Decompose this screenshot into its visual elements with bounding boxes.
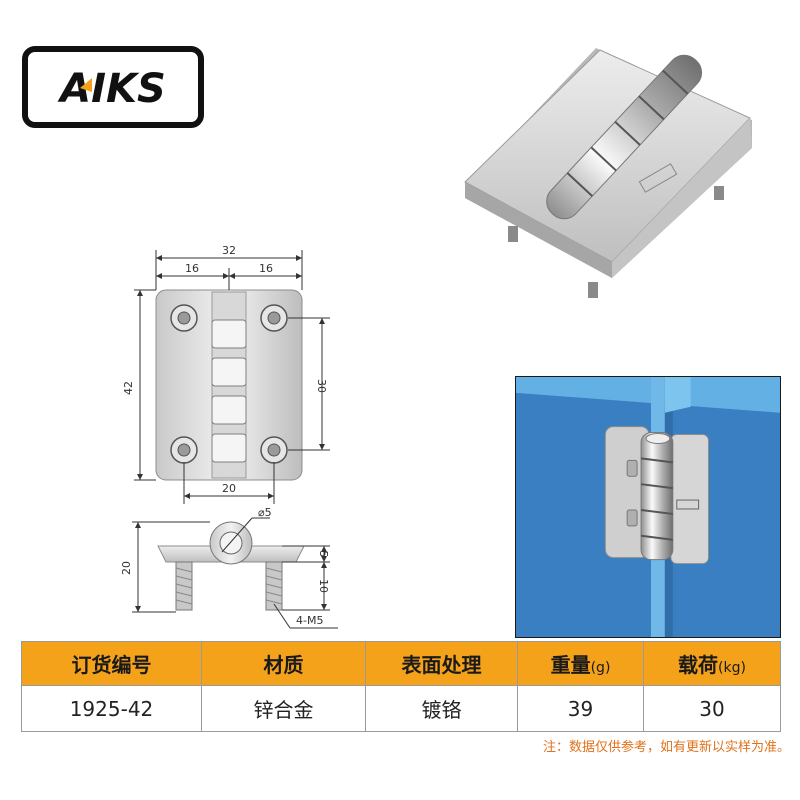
cell-load: 30 [643, 685, 781, 732]
spec-table: 订货编号 材质 表面处理 重量(g) 载荷(kg) 1925-42 锌合金 镀铬… [21, 641, 781, 732]
disclaimer-note: 注：数据仅供参考，如有更新以实样为准。 [542, 740, 790, 755]
hinge-3d-render [464, 48, 752, 298]
dim-leaf-thickness: 5 [317, 551, 330, 558]
cell-surface-treatment: 镀铬 [365, 685, 518, 732]
table-row: 1925-42 锌合金 镀铬 39 30 [21, 685, 781, 732]
logo-accent-icon [80, 78, 92, 92]
dim-hole-vertical: 30 [315, 379, 328, 393]
front-view [155, 289, 303, 481]
logo-text: AIKS [57, 66, 166, 112]
dim-side-height: 20 [120, 561, 133, 575]
cell-material: 锌合金 [201, 685, 366, 732]
dim-hole-horizontal: 20 [222, 482, 236, 495]
dim-height-total: 42 [122, 381, 135, 395]
aiks-logo: AIKS [22, 46, 204, 128]
technical-drawing: 32 16 16 42 30 20 [120, 48, 752, 629]
dim-width-total: 32 [222, 244, 236, 257]
cell-order-number: 1925-42 [21, 685, 202, 732]
dim-half-left: 16 [185, 262, 199, 275]
header-material: 材质 [201, 641, 366, 686]
cell-weight: 39 [517, 685, 644, 732]
header-order-number: 订货编号 [21, 641, 202, 686]
header-weight: 重量(g) [517, 641, 644, 686]
dim-screw-spec: 4-M5 [296, 614, 323, 627]
spec-table-header-row: 订货编号 材质 表面处理 重量(g) 载荷(kg) [21, 641, 781, 686]
header-load: 载荷(kg) [643, 641, 781, 686]
header-surface-treatment: 表面处理 [365, 641, 518, 686]
application-photo [515, 376, 781, 638]
side-view [157, 521, 305, 611]
mounted-hinge [604, 426, 710, 565]
dim-pin-diameter: ⌀5 [258, 506, 272, 519]
dim-screw-length: 10 [317, 579, 330, 593]
dim-half-right: 16 [259, 262, 273, 275]
